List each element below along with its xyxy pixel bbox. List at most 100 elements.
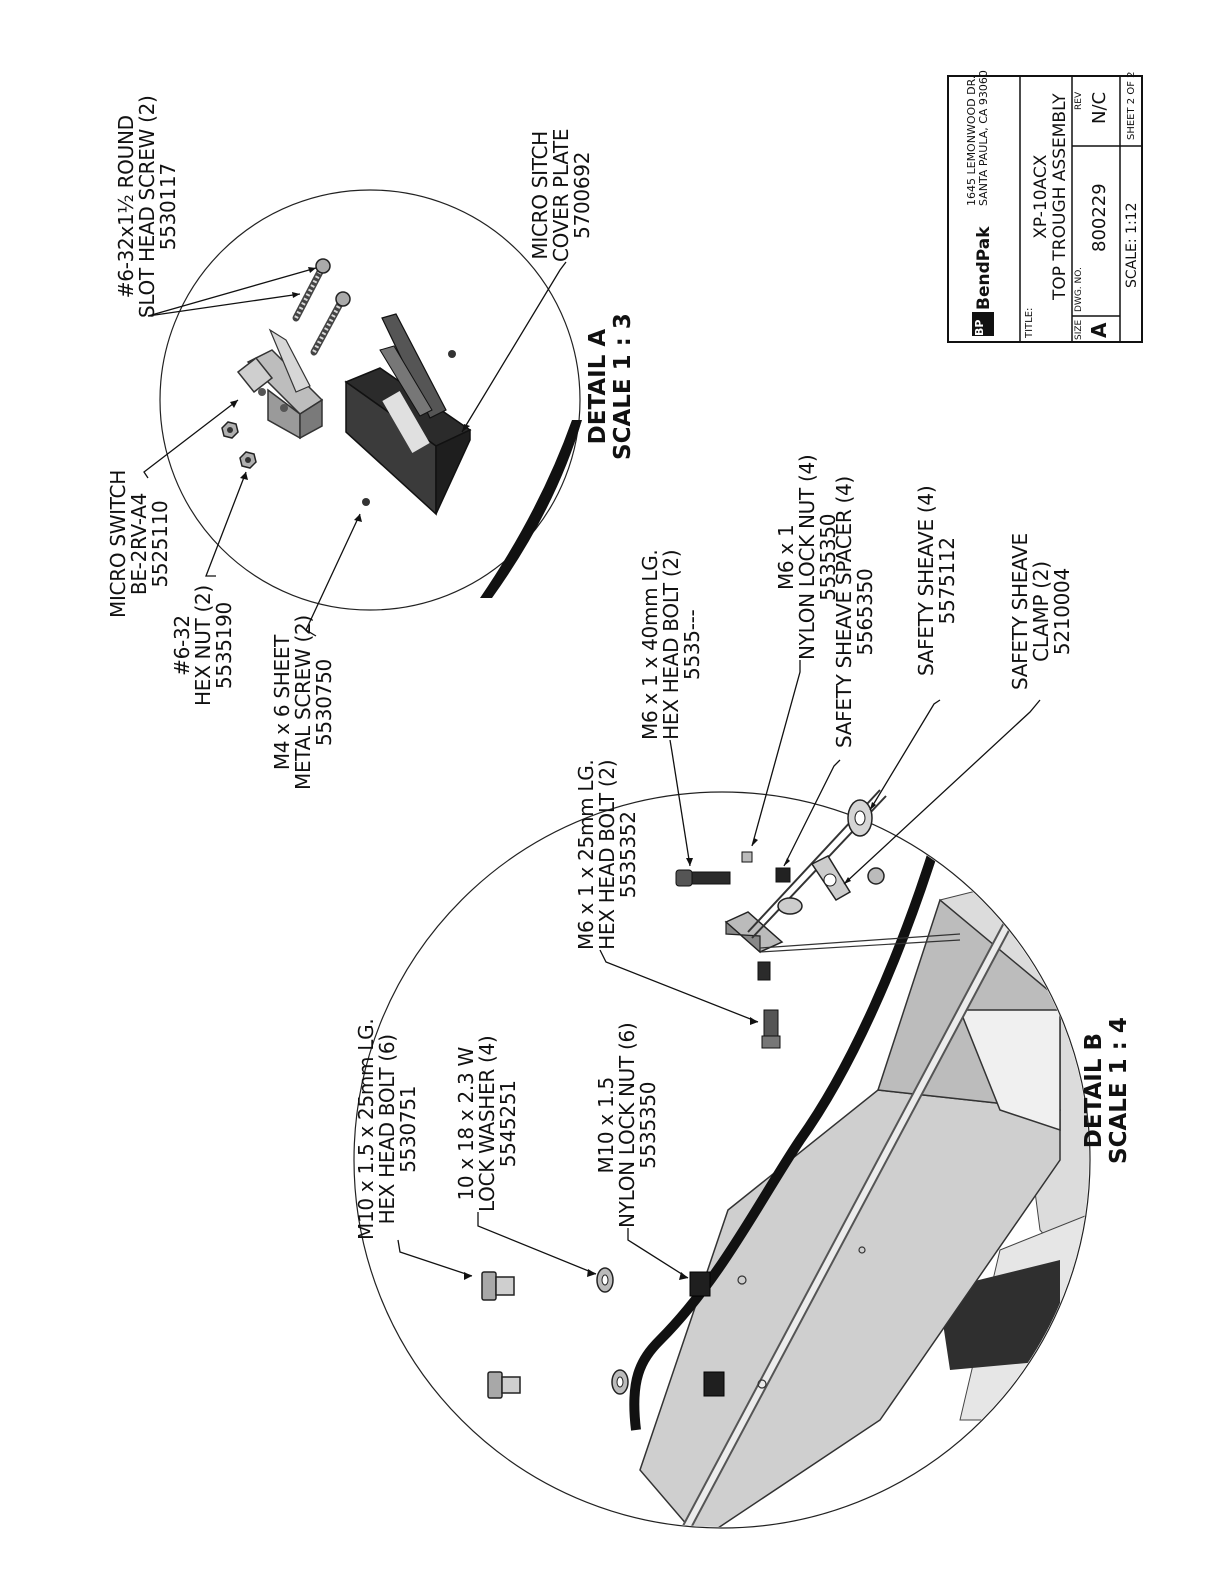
dwg-label: DWG. NO. xyxy=(1074,267,1084,312)
rev-value: N/C xyxy=(1089,91,1110,124)
callout-sheave-clamp: SAFETY SHEAVE CLAMP (2) 5210004 xyxy=(1008,533,1074,690)
callout-line: BE-2RV-A4 xyxy=(127,492,151,596)
callout-line: SAFETY SHEAVE xyxy=(1008,533,1032,690)
size-value-text: A xyxy=(1087,322,1111,338)
detail-scale-label: SCALE 1 : 4 xyxy=(1106,1017,1132,1164)
callout-line: NYLON LOCK NUT (4) xyxy=(795,454,819,660)
detail-b-parts xyxy=(629,828,1089,1527)
size-label-text: SIZE xyxy=(1074,319,1084,340)
callout-line: HEX NUT (2) xyxy=(191,585,215,706)
callout-line: M6 x 1 x 25mm LG. xyxy=(574,759,598,950)
drawing-title: XP-10ACX TOP TROUGH ASSEMBLY xyxy=(1031,93,1070,300)
callout-round-slot-head-screw: #6-32x1½ ROUND SLOT HEAD SCREW (2) 55301… xyxy=(114,95,180,318)
callout-line: #6-32 xyxy=(170,615,194,676)
callout-line: 5535352 xyxy=(616,811,640,899)
callout-line: SAFETY SHEAVE (4) xyxy=(914,485,938,676)
callout-m10-hex-bolt: M10 x 1.5 x 25mm LG. HEX HEAD BOLT (6) 5… xyxy=(354,1018,420,1240)
title-line-2: TOP TROUGH ASSEMBLY xyxy=(1050,93,1070,300)
callout-line: MICRO SITCH xyxy=(528,131,552,260)
callout-line: #6-32x1½ ROUND xyxy=(114,115,138,299)
m6-40-bolt-part xyxy=(675,869,731,887)
callout-line: M10 x 1.5 xyxy=(594,1077,618,1174)
callout-cover-plate: MICRO SITCH COVER PLATE 5700692 xyxy=(528,128,594,262)
callout-line: 10 x 18 x 2.3 W xyxy=(454,1047,478,1201)
callout-line: 5530117 xyxy=(156,163,180,251)
title-label-text: TITLE: xyxy=(1024,307,1035,338)
detail-scale-label: SCALE 1 : 3 xyxy=(610,313,636,460)
detail-title-label: DETAIL A xyxy=(585,328,611,445)
callout-m6-40-bolt: M6 x 1 x 40mm LG. HEX HEAD BOLT (2) 5535… xyxy=(638,549,704,740)
callout-line: 5700692 xyxy=(570,151,594,239)
callout-line: 5535190 xyxy=(212,602,236,690)
scale-value-text: SCALE: 1:12 xyxy=(1124,202,1140,289)
title-line-1: XP-10ACX xyxy=(1031,154,1051,239)
detail-b-leaders xyxy=(397,660,1041,1280)
detail-a-title: DETAIL A SCALE 1 : 3 xyxy=(585,313,636,460)
callout-line: SLOT HEAD SCREW (2) xyxy=(135,95,159,318)
callout-lock-washer: 10 x 18 x 2.3 W LOCK WASHER (4) 5545251 xyxy=(454,1035,520,1212)
trough-edge xyxy=(629,828,945,1431)
callout-line: 5535350 xyxy=(636,1081,660,1169)
rev-value-text: N/C xyxy=(1089,91,1110,124)
detail-a-boundary xyxy=(159,189,581,611)
callout-line: HEX HEAD BOLT (2) xyxy=(595,759,619,950)
detail-title-label: DETAIL B xyxy=(1081,1032,1107,1149)
callout-line: 5530751 xyxy=(396,1085,420,1173)
scale-text: SCALE: 1:12 xyxy=(1124,203,1140,289)
detail-a-rail xyxy=(480,420,582,598)
callout-line: CLAMP (2) xyxy=(1029,561,1053,662)
callout-m10-lock-nut: M10 x 1.5 NYLON LOCK NUT (6) 5535350 xyxy=(594,1022,660,1228)
rev-label-text: REV xyxy=(1074,91,1084,110)
size-value: A xyxy=(1087,322,1111,338)
callout-line: HEX HEAD BOLT (2) xyxy=(659,549,683,740)
callout-line: COVER PLATE xyxy=(549,128,573,262)
detail-a-parts xyxy=(221,258,582,598)
callout-m6-lock-nut: M6 x 1 NYLON LOCK NUT (4) 5535350 xyxy=(774,454,840,660)
detail-b-title: DETAIL B SCALE 1 : 4 xyxy=(1081,1017,1132,1164)
callout-hex-nut: #6-32 HEX NUT (2) 5535190 xyxy=(170,585,236,706)
logo-text: BendPak xyxy=(974,226,994,310)
round-head-screw-parts xyxy=(292,258,351,356)
callout-micro-switch: MICRO SWITCH BE-2RV-A4 5525110 xyxy=(106,470,172,618)
bendpak-logo: BendPak xyxy=(974,226,994,310)
dwg-label-text: DWG. NO. xyxy=(1074,267,1084,312)
callout-line: 5565350 xyxy=(853,568,877,656)
callout-line: LOCK WASHER (4) xyxy=(475,1035,499,1212)
hex-nut-parts xyxy=(221,421,257,469)
callout-sheet-metal-screw: M4 x 6 SHEET METAL SCREW (2) 5530750 xyxy=(270,615,336,790)
callout-line: 5530750 xyxy=(312,659,336,747)
callout-line: 5545251 xyxy=(496,1080,520,1168)
callout-line: M6 x 1 x 40mm LG. xyxy=(638,549,662,740)
lock-washer-part xyxy=(596,1267,629,1395)
callout-line: METAL SCREW (2) xyxy=(291,615,315,790)
detail-b-boundary xyxy=(353,791,1091,1529)
callout-sheave-spacer: SAFETY SHEAVE SPACER (4) 5565350 xyxy=(832,476,877,748)
callout-line: NYLON LOCK NUT (6) xyxy=(615,1022,639,1228)
address-line-2: SANTA PAULA, CA 93060 xyxy=(977,70,990,206)
sheet-value-text: SHEET 2 OF 2 xyxy=(1126,71,1137,141)
m10-bolt-part xyxy=(481,1271,521,1399)
callout-safety-sheave: SAFETY SHEAVE (4) 5575112 xyxy=(914,485,959,676)
m6-25-bolt-part xyxy=(761,1009,781,1049)
callout-line: HEX HEAD BOLT (6) xyxy=(375,1034,399,1225)
title-block-frame xyxy=(947,75,1143,343)
title-label: TITLE: xyxy=(1024,308,1035,338)
callout-line: M10 x 1.5 x 25mm LG. xyxy=(354,1018,378,1240)
callout-line: 5525110 xyxy=(148,500,172,588)
sheave-assembly xyxy=(724,789,961,954)
micro-switch-part xyxy=(236,328,324,440)
size-label: SIZE xyxy=(1074,320,1084,340)
callout-line: 5210004 xyxy=(1050,568,1074,656)
dwg-number: 800229 xyxy=(1089,183,1110,252)
m10-lock-nut-part xyxy=(689,1271,725,1397)
callout-line: MICRO SWITCH xyxy=(106,470,130,618)
callout-m6-25-bolt: M6 x 1 x 25mm LG. HEX HEAD BOLT (2) 5535… xyxy=(574,759,640,950)
dwg-number-text: 800229 xyxy=(1089,183,1110,252)
bendpak-logo-mark: BP xyxy=(973,319,986,336)
callout-line: M6 x 1 xyxy=(774,524,798,591)
detail-a-leaders xyxy=(143,261,567,637)
logo-mark-text: BP xyxy=(973,319,986,336)
company-address: 1645 LEMONWOOD DR. SANTA PAULA, CA 93060 xyxy=(965,70,990,206)
